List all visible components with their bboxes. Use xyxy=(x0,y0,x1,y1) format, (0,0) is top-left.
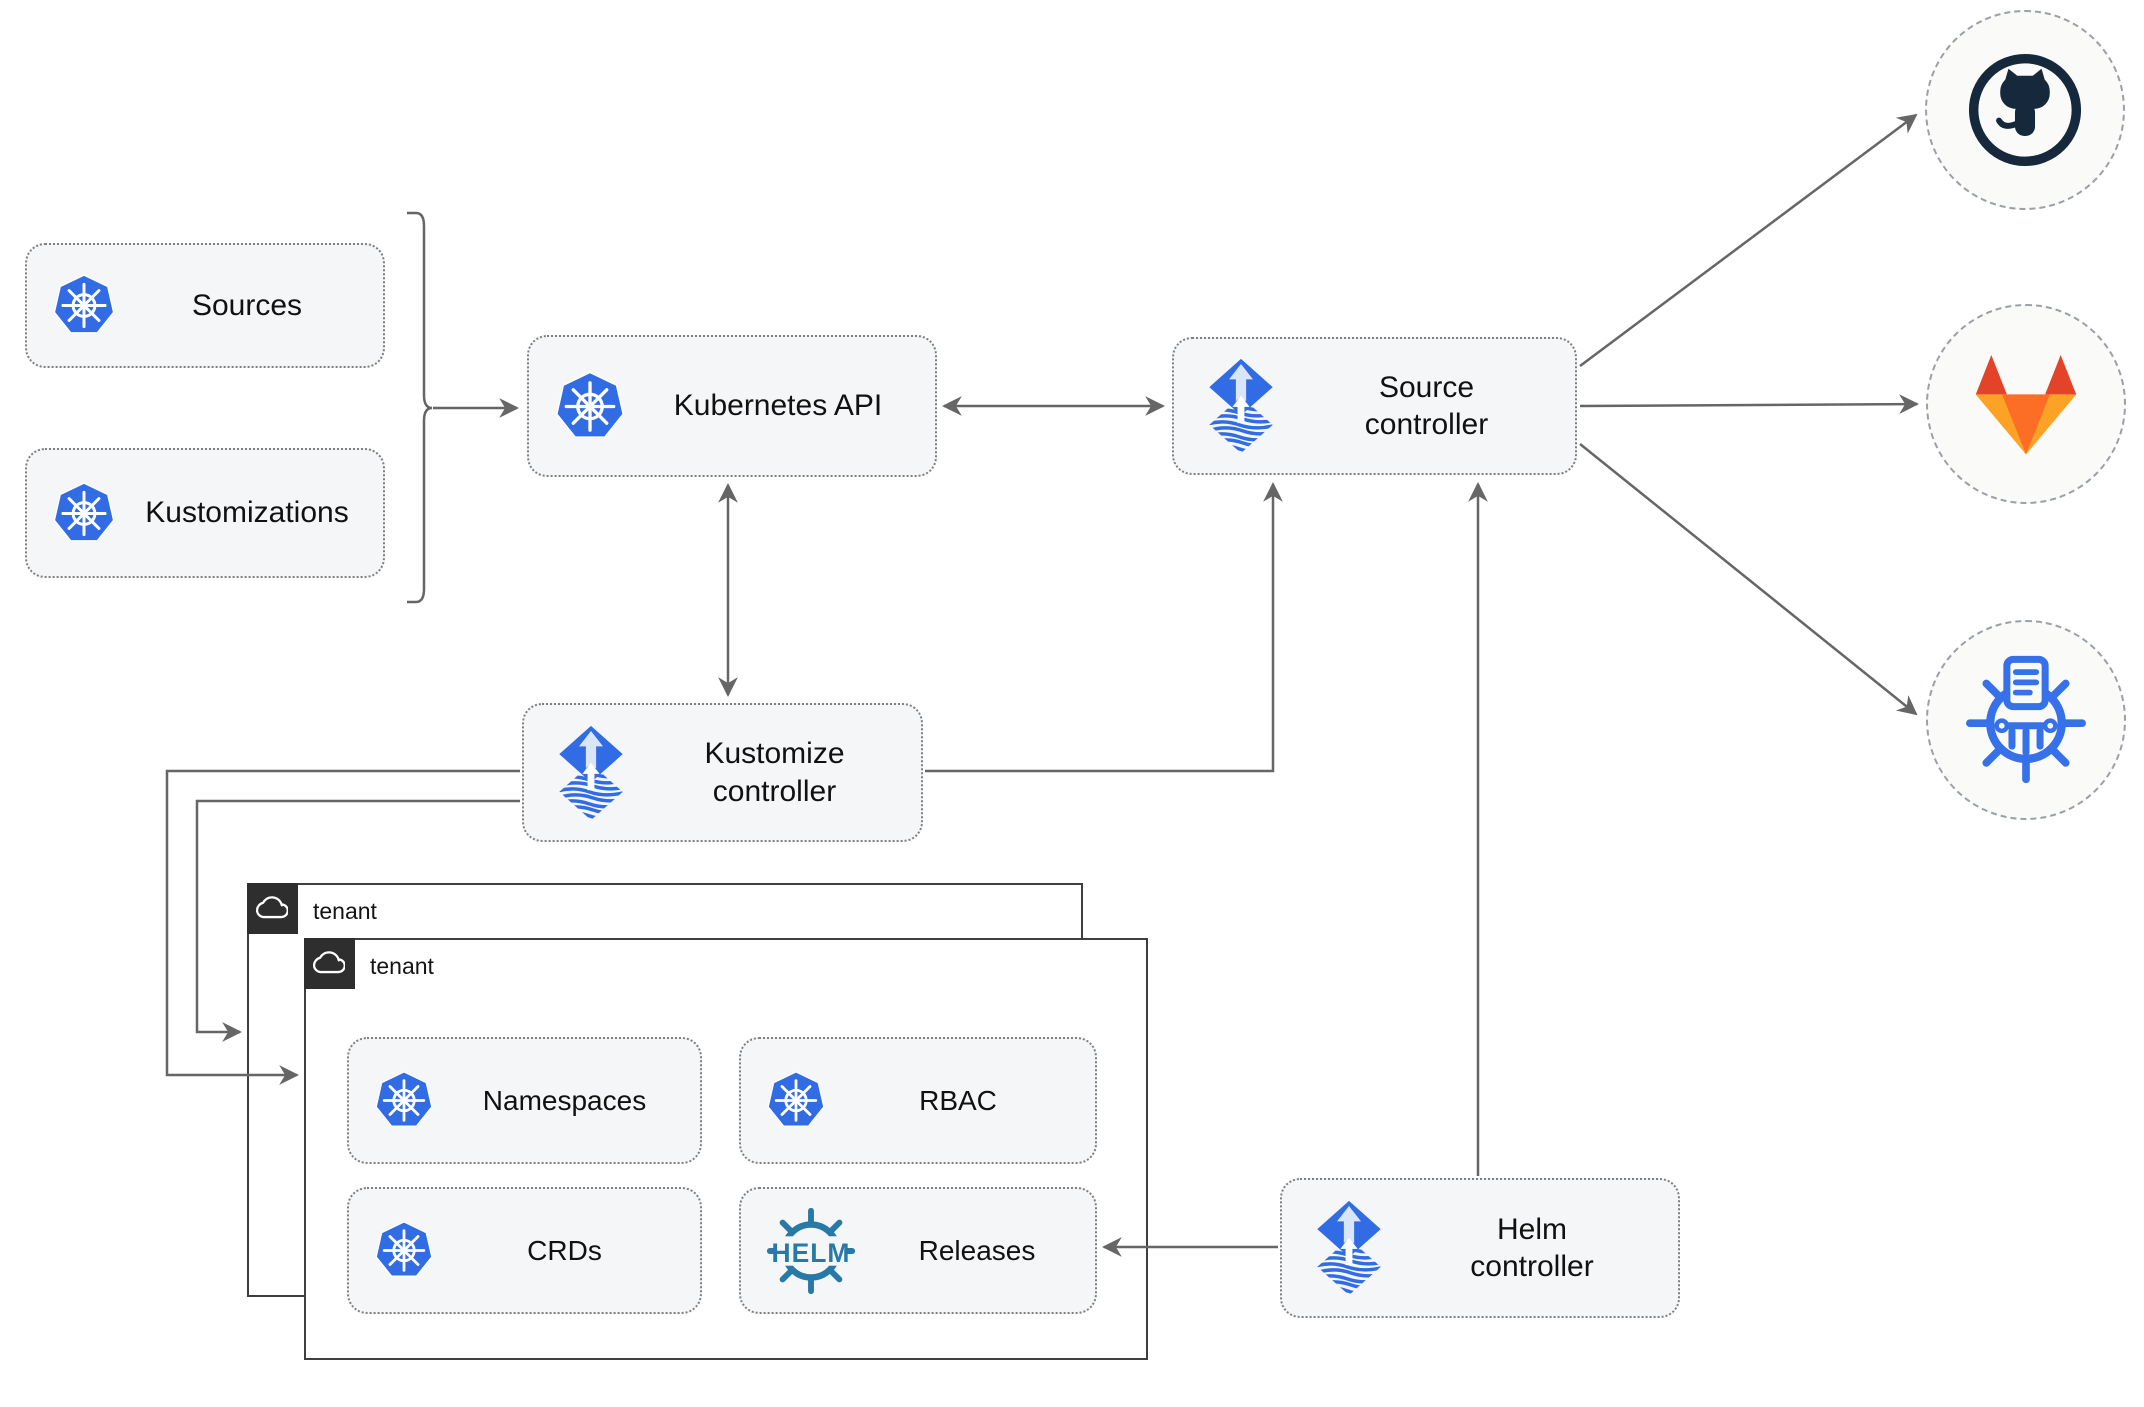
kubernetes-icon xyxy=(51,271,117,340)
rbac-node: RBAC xyxy=(739,1037,1097,1164)
tenant-tab xyxy=(246,882,298,934)
kubernetes-icon xyxy=(373,1068,435,1133)
tenant-tab xyxy=(303,937,355,989)
tenant-label: tenant xyxy=(313,898,377,924)
kustomizations-node: Kustomizations xyxy=(25,448,385,578)
kubernetes-api-label: Kubernetes API xyxy=(673,389,883,423)
arrow-source-to-gitlab xyxy=(1579,394,1919,415)
releases-label: Releases xyxy=(918,1235,1036,1266)
source-controller-line2: controller xyxy=(1364,408,1489,441)
kubernetes-api-node: Kubernetes API xyxy=(527,335,937,477)
arrow-source-to-chartmuseum xyxy=(1579,443,1918,716)
kubernetes-icon xyxy=(373,1218,435,1283)
source-controller-node: Source controller xyxy=(1172,337,1577,475)
group-bracket xyxy=(407,211,433,604)
arrow-kustomize-to-source xyxy=(925,482,1283,773)
kustomize-controller-line2: controller xyxy=(712,774,837,808)
flux-icon xyxy=(1306,1200,1392,1296)
gitlab-endpoint xyxy=(1926,304,2126,504)
helm-controller-label: Helm controller xyxy=(1402,1211,1662,1286)
kustomize-controller-line1: Kustomize xyxy=(704,737,845,770)
releases-node: HELM Releases xyxy=(739,1187,1097,1314)
chartmuseum-endpoint xyxy=(1926,620,2126,820)
kubernetes-icon xyxy=(51,479,117,548)
kubernetes-icon xyxy=(553,368,627,445)
source-controller-label: Source controller xyxy=(1294,369,1559,444)
helm-controller-node: Helm controller xyxy=(1280,1178,1680,1318)
kustomizations-label: Kustomizations xyxy=(145,496,349,530)
cloud-icon xyxy=(256,892,288,924)
github-icon xyxy=(1966,51,2084,169)
flux-icon xyxy=(1198,358,1284,454)
github-endpoint xyxy=(1925,10,2125,210)
sources-label: Sources xyxy=(191,288,303,322)
source-controller-line1: Source xyxy=(1378,370,1475,404)
flux-icon xyxy=(548,725,634,821)
rbac-label: RBAC xyxy=(919,1085,997,1116)
sources-node: Sources xyxy=(25,243,385,368)
gitlab-icon xyxy=(1966,349,2086,459)
helm-logo-text: HELM xyxy=(772,1237,851,1267)
kubernetes-icon xyxy=(765,1068,827,1133)
tenant-box-inner: tenant Namespaces RBAC CRDs xyxy=(303,937,1148,1360)
kustomize-controller-node: Kustomize controller xyxy=(522,703,923,842)
kustomize-controller-label: Kustomize controller xyxy=(644,735,905,810)
namespaces-node: Namespaces xyxy=(347,1037,702,1164)
helm-controller-line2: controller xyxy=(1470,1250,1594,1283)
tenant-label: tenant xyxy=(370,953,434,979)
helm-icon: HELM xyxy=(766,1207,856,1294)
crds-label: CRDs xyxy=(527,1235,602,1266)
namespaces-label: Namespaces xyxy=(482,1085,647,1116)
arrow-source-to-github xyxy=(1579,113,1918,368)
cloud-icon xyxy=(313,947,345,979)
helm-controller-line1: Helm xyxy=(1496,1212,1567,1246)
crds-node: CRDs xyxy=(347,1187,702,1314)
chartmuseum-icon xyxy=(1962,653,2090,787)
